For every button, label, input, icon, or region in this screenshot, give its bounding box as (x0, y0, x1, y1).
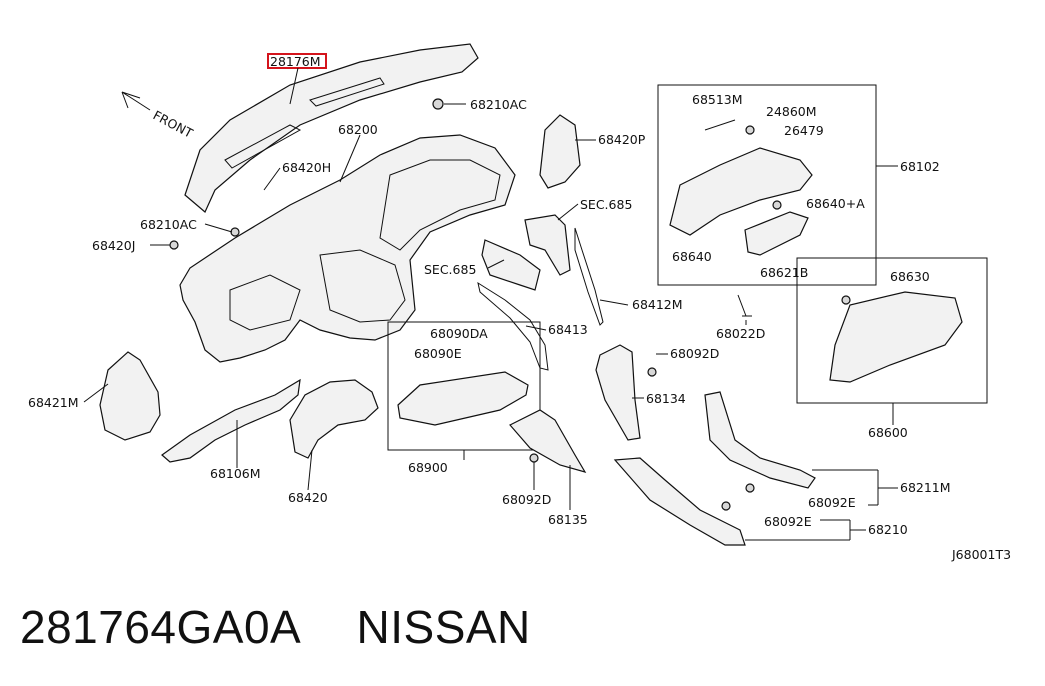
clip-68420j (169, 240, 179, 250)
pin-68513m (704, 119, 736, 131)
part-number: 281764GA0A (20, 601, 302, 653)
label-68640a: 68640+A (806, 196, 865, 211)
clip-26479 (745, 125, 755, 135)
label-68134: 68134 (646, 391, 686, 406)
trim-68211m (704, 391, 816, 489)
tray-68900 (397, 371, 529, 426)
label-68412m: 68412M (632, 297, 683, 312)
duct-sec685-right (524, 214, 571, 276)
label-68106m: 68106M (210, 466, 261, 481)
label-68630: 68630 (890, 269, 930, 284)
clip-68630 (841, 295, 851, 305)
clip-68210ac-left (230, 227, 240, 237)
label-28176m: 28176M (270, 54, 321, 69)
part-caption: 281764GA0A NISSAN (20, 600, 531, 654)
label-68102: 68102 (900, 159, 940, 174)
label-68413: 68413 (548, 322, 588, 337)
finisher-68135 (509, 409, 587, 473)
label-68211m: 68211M (900, 480, 951, 495)
label-68092d-b: 68092D (502, 492, 551, 507)
label-68420j: 68420J (92, 238, 135, 253)
group-box-68102 (657, 84, 877, 286)
glove-box-housing-68102 (669, 147, 813, 236)
label-68900: 68900 (408, 460, 448, 475)
brand-name: NISSAN (356, 601, 531, 653)
label-68420p: 68420P (598, 132, 646, 147)
label-68513m: 68513M (692, 92, 743, 107)
end-cover-68421m (99, 351, 161, 441)
label-sec685-right: SEC.685 (580, 197, 632, 212)
label-68210ac-top: 68210AC (470, 97, 527, 112)
label-68090da: 68090DA (430, 326, 488, 341)
clip-68092e-a (745, 483, 755, 493)
front-arrow: FRONT (121, 91, 196, 141)
label-68210ac-left: 68210AC (140, 217, 197, 232)
highlight-box (267, 53, 327, 69)
label-68092d-a: 68092D (670, 346, 719, 361)
label-68420h: 68420H (282, 160, 331, 175)
glove-box-68600 (829, 291, 963, 383)
side-cover-68420p (539, 114, 581, 189)
label-68022d: 68022D (716, 326, 765, 341)
lid-68621b (744, 211, 809, 256)
label-sec685-left: SEC.685 (424, 262, 476, 277)
label-68600: 68600 (868, 425, 908, 440)
group-box-68600 (796, 257, 988, 404)
label-68640: 68640 (672, 249, 712, 264)
top-panel-28176m (184, 43, 479, 213)
trim-68210 (613, 457, 746, 546)
label-ref-code: J68001T3 (951, 547, 1011, 562)
label-68090e: 68090E (414, 346, 462, 361)
label-68210: 68210 (868, 522, 908, 537)
cluster-hood-68420 (289, 379, 379, 459)
clip-68092e-b (721, 501, 731, 511)
clip-68640a (772, 200, 782, 210)
label-68420: 68420 (288, 490, 328, 505)
clip-68210ac-top (432, 98, 444, 110)
duct-sec685-left (481, 239, 541, 291)
parts-diagram: FRONT 28176M (28, 43, 1011, 562)
label-68135: 68135 (548, 512, 588, 527)
bracket-68413 (477, 281, 549, 371)
leader-lines (83, 103, 898, 541)
instrument-panel-68200 (179, 134, 516, 363)
clip-68092d-a (647, 367, 657, 377)
label-68621b: 68621B (760, 265, 808, 280)
label-24860m: 24860M (766, 104, 817, 119)
lower-cover-68106m (161, 378, 301, 463)
pin-68022d (737, 294, 752, 317)
front-label: FRONT (151, 107, 196, 140)
clip-68092d-b (529, 453, 539, 463)
finisher-68134 (595, 344, 641, 441)
label-68421m: 68421M (28, 395, 79, 410)
label-68092e-a: 68092E (808, 495, 856, 510)
label-68092e-b: 68092E (764, 514, 812, 529)
label-68200: 68200 (338, 122, 378, 137)
bracket-68412m (574, 227, 604, 326)
label-26479: 26479 (784, 123, 824, 138)
